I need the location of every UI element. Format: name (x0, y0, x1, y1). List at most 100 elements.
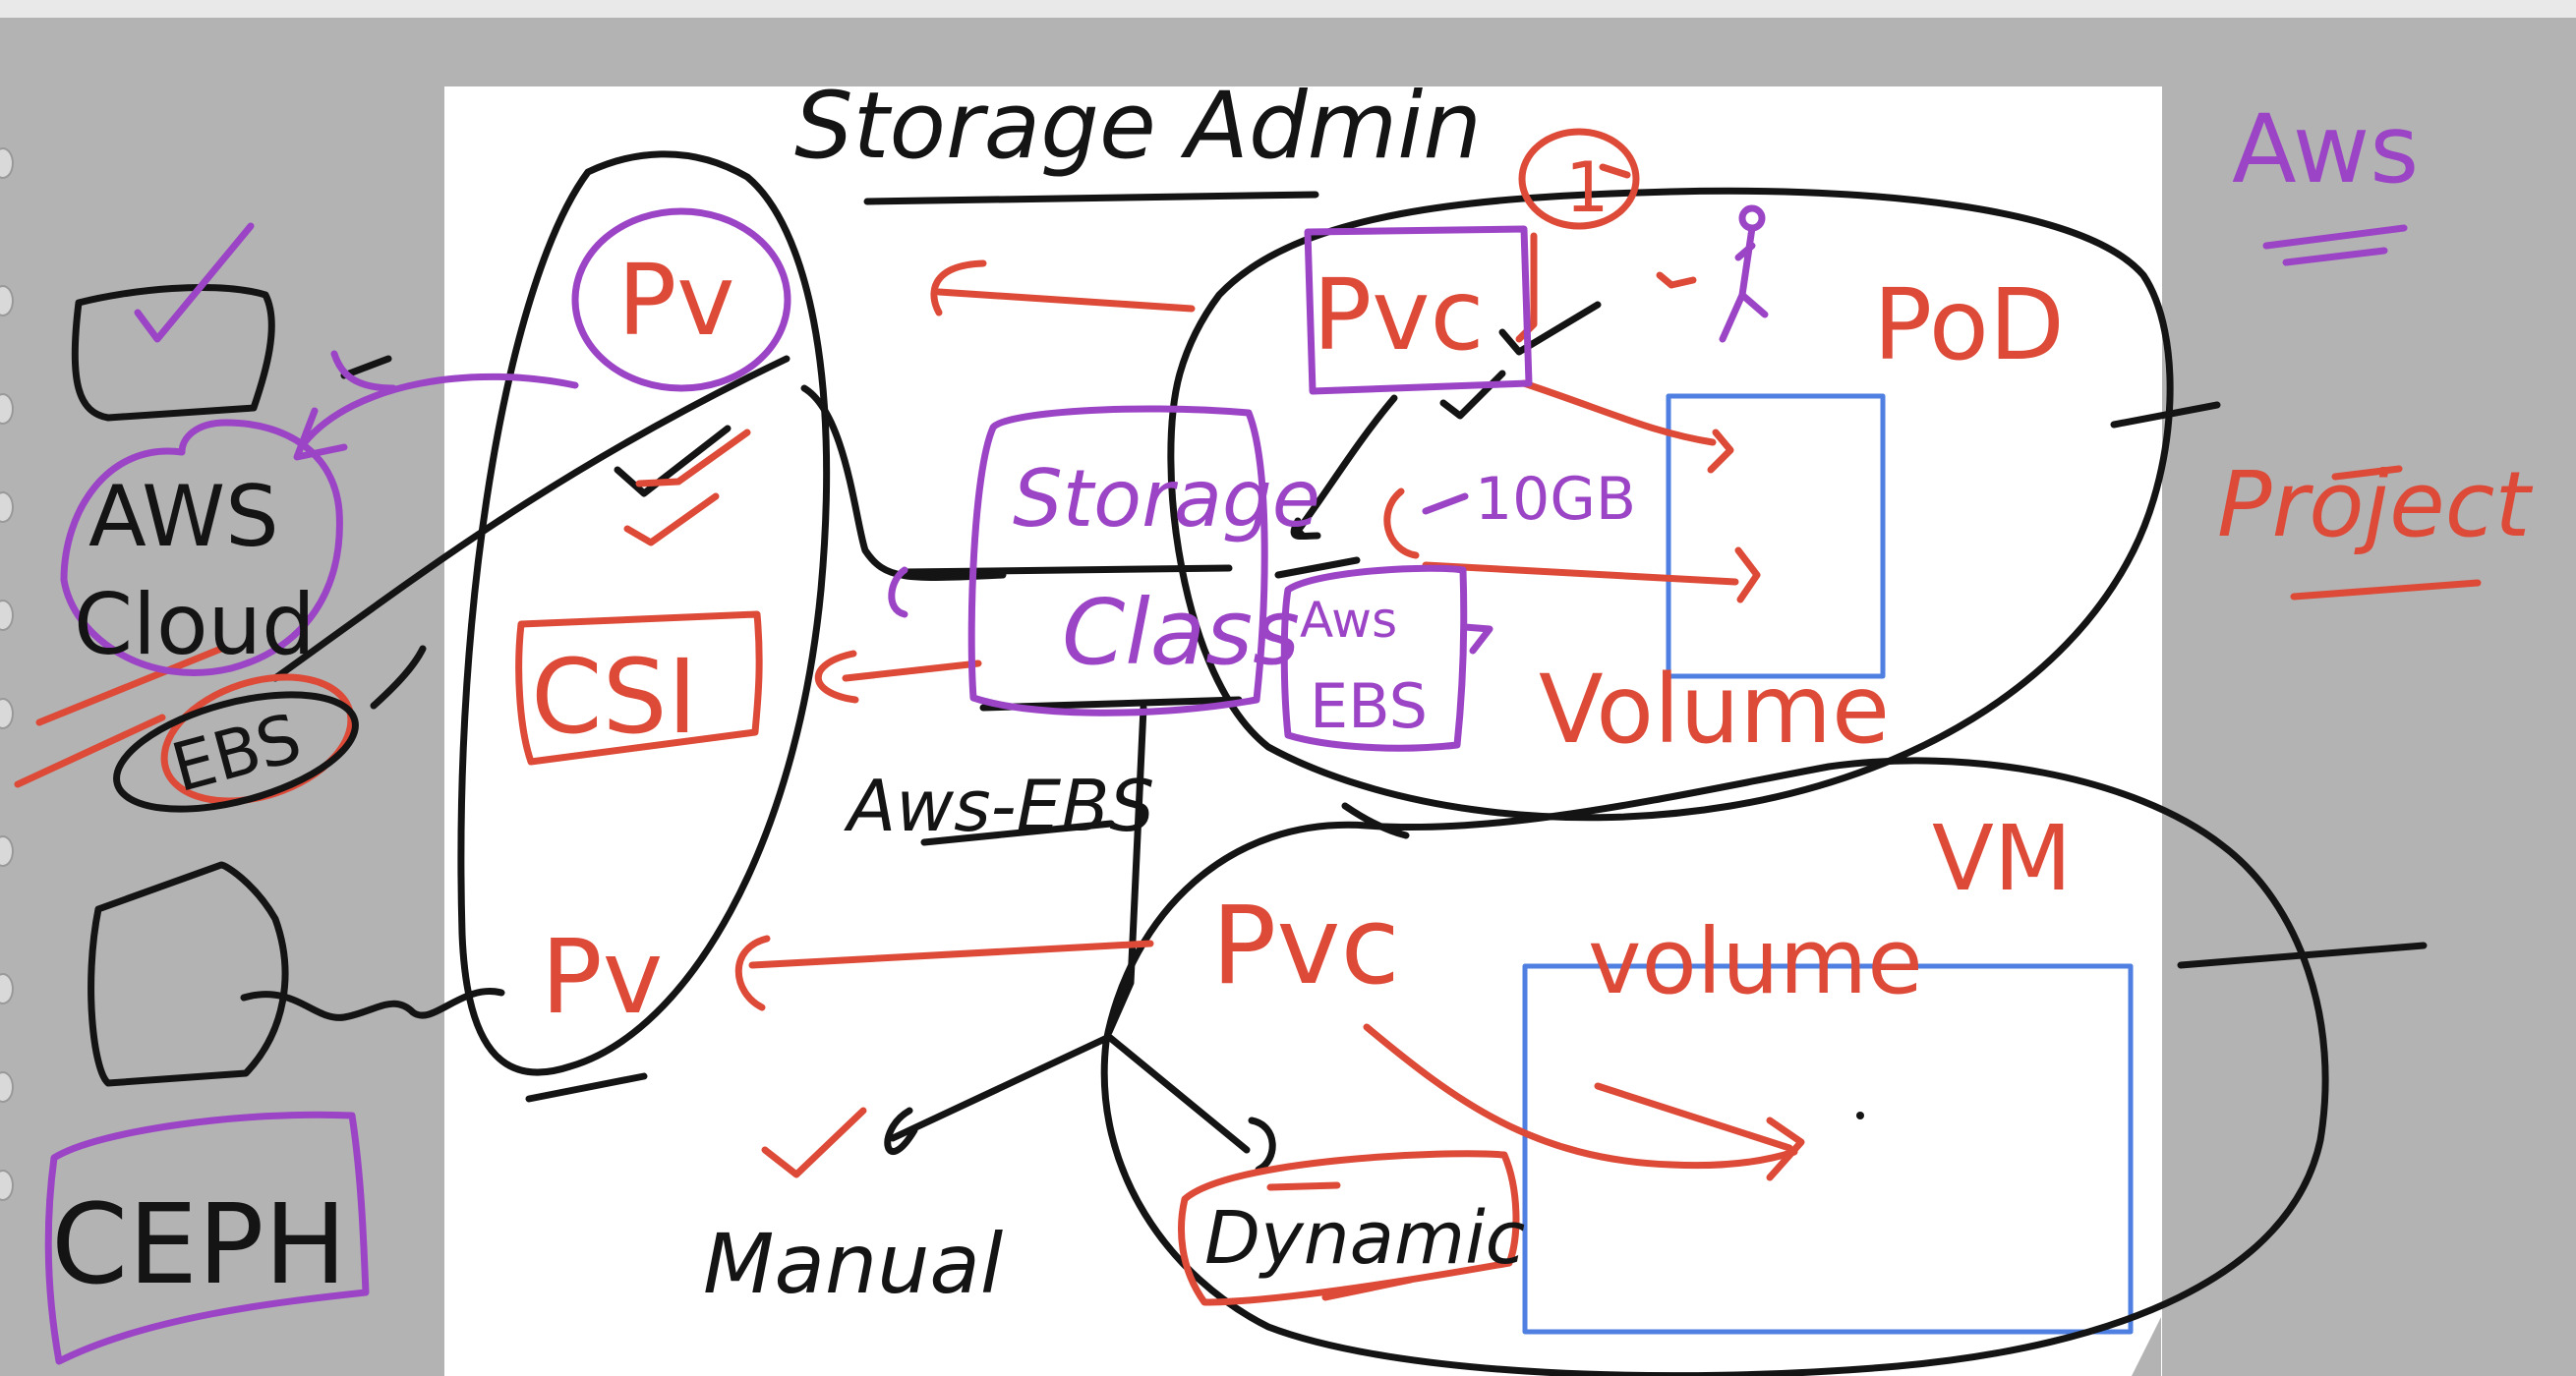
arrow-icon (734, 935, 771, 1011)
ebs-black-ring (113, 691, 359, 813)
aws-ebs-underline (920, 820, 1115, 846)
pod-marker-circle (1518, 128, 1640, 230)
volume-top-label: Volume (1539, 655, 1890, 765)
size-bracket (1383, 487, 1420, 559)
aws-top-label: Aws (2232, 94, 2419, 204)
check-icon (635, 429, 751, 487)
ceph-box (44, 1111, 370, 1365)
arrow-icon (930, 259, 987, 316)
cloud-to-pv-line (271, 355, 790, 682)
arrow-icon (814, 650, 859, 704)
storage-class-box (967, 405, 1268, 717)
check-icon (1439, 370, 1506, 420)
arrow-icon (1707, 429, 1734, 474)
size-label: 10GB (1475, 465, 1636, 534)
arrow-icon (293, 407, 348, 461)
check-icon (1498, 301, 1602, 356)
cloud-box-top (71, 283, 275, 422)
pvc-top-label: Pvc (1313, 258, 1484, 373)
arrow-to-left (935, 288, 1196, 313)
size-link (1422, 492, 1469, 515)
check-icon (340, 355, 392, 379)
vm-blob (1100, 757, 2329, 1376)
dynamic-label: Dynamic (1204, 1196, 1525, 1281)
pv-group-ellipse (457, 150, 831, 1076)
class-connector-line (901, 564, 1233, 576)
dynamic-top-mark (1266, 1181, 1341, 1191)
aws-cloud-circle (60, 419, 343, 676)
storage-label: Storage (1013, 453, 1320, 545)
check-icon (370, 645, 427, 710)
pv-to-cloud-arrow (301, 373, 579, 446)
notebook-rings (0, 128, 14, 1229)
vm-volume-arrow (1363, 1023, 1798, 1170)
check-icon (614, 425, 732, 497)
pod-container-box (1666, 393, 1886, 679)
csi-box (515, 610, 763, 766)
pod-marker-tick (1599, 163, 1631, 179)
manual-hook (884, 1107, 918, 1155)
class-to-pod-line (1274, 556, 1361, 579)
page-title: Storage Admin (794, 73, 1482, 180)
aws-top-underline (2262, 224, 2408, 250)
strike-mark (35, 645, 225, 726)
ceph-label: CEPH (51, 1181, 347, 1309)
pod-arrow-upper (1520, 379, 1717, 446)
csi-label: CSI (531, 637, 697, 757)
pv-top-label: Pv (617, 243, 734, 358)
blob-join-mark (1341, 802, 1410, 839)
cloud-box-bottom (88, 861, 289, 1087)
class-label: Class (1062, 580, 1300, 685)
title-underline (863, 191, 1319, 205)
stick-figure-icon (1656, 271, 1697, 289)
project-label: Project (2217, 452, 2533, 557)
vm-pvc-to-pv-arrow (748, 940, 1154, 969)
aws-ebs-small-box (1280, 564, 1468, 752)
dynamic-hook (1248, 1117, 1276, 1174)
dynamic-link (1105, 1033, 1251, 1154)
pod-arrow-lower (1422, 561, 1739, 586)
class-left-hook (888, 566, 908, 618)
pod-label: PoD (1873, 267, 2065, 382)
pod-marker-label: 1 (1565, 147, 1610, 228)
aws-cloud-label-1: AWS (88, 468, 279, 566)
cloud-hook (330, 350, 397, 392)
dot-mark (1856, 1112, 1864, 1119)
arrow-icon (1461, 623, 1493, 655)
pod-side-line (2110, 401, 2221, 429)
vm-label: VM (1932, 806, 2072, 911)
app-top-bar (0, 0, 2576, 18)
hook-mark (1290, 517, 1321, 541)
manual-label: Manual (703, 1216, 1003, 1312)
squiggle-connector (240, 988, 505, 1021)
ellipse-underline (525, 1072, 648, 1103)
pv-to-class-line (800, 384, 1007, 581)
strike-mark (14, 714, 166, 788)
page-fold-corner (2132, 1317, 2161, 1376)
pv-bottom-label: Pv (541, 917, 663, 1037)
manual-link (889, 1033, 1113, 1142)
dynamic-box (1178, 1150, 1520, 1306)
pvc-top-box (1304, 225, 1533, 395)
volume-bottom-label: volume (1588, 909, 1923, 1014)
vm-volume-arrow-2 (1594, 1082, 1793, 1152)
check-icon (761, 1107, 867, 1178)
check-icon (134, 222, 255, 343)
stick-figure-icon (1719, 224, 1769, 343)
vm-volume-box (1522, 963, 2134, 1335)
class-to-csi-arrow (842, 659, 982, 682)
dynamic-underline (1321, 1276, 1415, 1301)
project-dash (2331, 465, 2403, 481)
class-to-vm-pvc-line (1105, 704, 1147, 1036)
pvc-to-class-line (1294, 394, 1398, 540)
vm-side-line (2177, 942, 2428, 969)
arrow-icon (1766, 1117, 1805, 1181)
project-underline (2290, 579, 2482, 601)
pod-blob (1167, 187, 2174, 822)
aws-top-underline-2 (2282, 247, 2388, 266)
pvc-bottom-label: Pvc (1211, 883, 1400, 1008)
aws-cloud-label-2: Cloud (74, 576, 316, 674)
pv-top-circle (571, 207, 791, 392)
ebs-small-label: EBS (1310, 670, 1428, 742)
